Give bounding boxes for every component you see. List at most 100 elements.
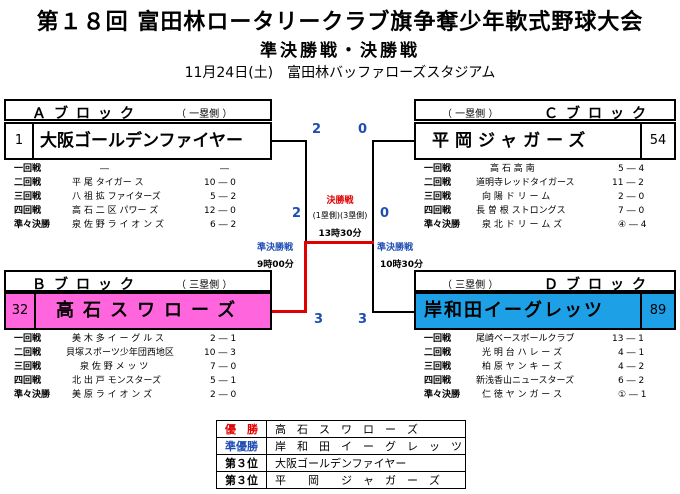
result-opponent: 高 石 高 南	[490, 164, 535, 174]
result-row: 一回戦 尾崎ベースボールクラブ 13 ― 1	[424, 333, 674, 346]
result-opponent: 高 石 二 区 パワー ズ	[72, 206, 159, 216]
bracket-line-a	[272, 140, 306, 142]
block-d-header: （ 三塁側 ） Ｄブロック	[414, 270, 676, 293]
result-opponent: 仁 徳 ヤ ン ガ ー ス	[482, 390, 563, 400]
result-round: 四回戦	[14, 206, 42, 216]
bracket-line-b-vertical	[304, 242, 307, 313]
result-score: 2 ― 0	[210, 390, 237, 400]
standing-team: 高 石 ス ワ ロ ー ズ	[266, 420, 466, 438]
bracket-line-d-vertical	[372, 241, 374, 312]
final-time: 13時30分	[318, 229, 362, 239]
result-round: 一回戦	[14, 164, 42, 174]
result-score: 5 ― 1	[210, 376, 237, 386]
result-score: 11 ― 2	[612, 178, 644, 188]
result-row: 準々決勝 仁 徳 ヤ ン ガ ー ス ① ― 1	[424, 389, 674, 402]
standing-team: 大阪ゴールデンファイヤー	[266, 454, 466, 472]
block-c-team-box: 平岡ジャガーズ 54	[414, 122, 676, 160]
result-score: 12 ― 0	[204, 206, 236, 216]
block-b-team-box: 32 高石スワローズ	[4, 292, 272, 330]
result-opponent: 貝塚スポーツ少年団西地区	[66, 348, 174, 358]
standing-rank: 準優勝	[216, 437, 267, 455]
result-row: 一回戦――	[14, 163, 264, 176]
result-opponent: 北 出 戸 モンスターズ	[72, 376, 161, 386]
result-score: ① ― 1	[618, 390, 647, 400]
bracket-line-final	[304, 241, 374, 244]
result-score: 5 ― 2	[210, 192, 237, 202]
result-score: 2 ― 1	[210, 334, 237, 344]
result-opponent: 美 木 多 イ ー グ ル ス	[72, 334, 165, 344]
date-venue: 11月24日(土) 富田林バッファローズスタジアム	[184, 65, 496, 81]
result-round: 二回戦	[14, 178, 42, 188]
result-opponent: 平 尾 タイガー ス	[72, 178, 144, 188]
result-round: 三回戦	[14, 362, 42, 372]
result-round: 一回戦	[424, 334, 452, 344]
standing-team: 岸 和 田 イ ー グ レ ッ ツ	[266, 437, 466, 455]
result-round: 四回戦	[424, 206, 452, 216]
result-opponent: 八 祖 拡 ファイターズ	[72, 192, 161, 202]
result-row: 三回戦 向 陽 ド リ ー ム 2 ― 0	[424, 191, 674, 204]
result-opponent: 尾崎ベースボールクラブ	[476, 334, 575, 344]
standing-team: 平 岡 ジ ャ ガ ー ズ	[266, 471, 466, 489]
block-d-name: Ｄブロック	[544, 277, 654, 293]
result-opponent: 柏 原 ヤ ン キ ー ズ	[482, 362, 563, 372]
result-score: 4 ― 1	[618, 348, 645, 358]
block-b-seed: 32	[11, 303, 29, 318]
block-b-header: Ｂブロック （ 三塁側 ）	[4, 270, 272, 293]
result-score: 10 ― 0	[204, 178, 236, 188]
result-opponent: 美 原 ラ イ オ ン ズ	[72, 390, 153, 400]
block-d-divider	[640, 294, 642, 328]
semi-left-time: 9時00分	[257, 260, 294, 270]
result-row: 一回戦 美 木 多 イ ー グ ル ス 2 ― 1	[14, 333, 264, 346]
block-a-side: （ 一塁側 ）	[176, 109, 233, 120]
block-d-seed: 89	[649, 303, 667, 318]
block-b-name: Ｂブロック	[32, 277, 142, 293]
table-row: 準優勝 岸 和 田 イ ー グ レ ッ ツ	[216, 437, 466, 455]
table-row: 優 勝 高 石 ス ワ ロ ー ズ	[216, 420, 466, 438]
result-round: 一回戦	[424, 164, 452, 174]
result-round: 準々決勝	[424, 220, 461, 230]
result-score: 6 ― 2	[618, 376, 645, 386]
result-opponent: 長 曽 根 ストロングス	[476, 206, 566, 216]
result-opponent: 泉 佐 野 ラ イ オ ン ズ	[72, 220, 165, 230]
result-row: 四回戦 新浅香山ニュースターズ 6 ― 2	[424, 375, 674, 388]
page-subtitle: 準決勝戦・決勝戦	[260, 41, 420, 61]
result-round: 三回戦	[424, 192, 452, 202]
result-score: 13 ― 1	[612, 334, 644, 344]
result-round: 三回戦	[424, 362, 452, 372]
result-round: 二回戦	[14, 348, 42, 358]
result-score: 2 ― 0	[618, 192, 645, 202]
result-round: 一回戦	[14, 334, 42, 344]
block-a-team-name: 大阪ゴールデンファイヤー	[40, 131, 243, 151]
result-round: 準々決勝	[424, 390, 461, 400]
block-d-team-box: 岸和田イーグレッツ 89	[414, 292, 676, 330]
score-b: 3	[314, 312, 324, 327]
result-round: 四回戦	[424, 376, 452, 386]
final-label: 決勝戦	[326, 196, 354, 206]
result-round: 二回戦	[424, 178, 452, 188]
standing-rank: 第３位	[216, 454, 267, 472]
final-standings-table: 優 勝 高 石 ス ワ ロ ー ズ 準優勝 岸 和 田 イ ー グ レ ッ ツ …	[216, 420, 466, 489]
standing-rank: 第３位	[216, 471, 267, 489]
result-opponent: 光 明 台 ハ レ ー ズ	[482, 348, 563, 358]
result-opponent: 向 陽 ド リ ー ム	[482, 192, 551, 202]
score-a: 2	[312, 122, 322, 137]
result-score: 6 ― 2	[210, 220, 237, 230]
table-row: 第３位 平 岡 ジ ャ ガ ー ズ	[216, 471, 466, 489]
block-a-header: Ａブロック （ 一塁側 ）	[4, 99, 272, 122]
result-row: 四回戦 高 石 二 区 パワー ズ 12 ― 0	[14, 205, 264, 218]
result-score: ④ ― 4	[618, 220, 647, 230]
block-a-name: Ａブロック	[32, 106, 142, 122]
semi-right-label: 準決勝戦	[377, 243, 414, 253]
result-opponent: ―	[100, 164, 109, 174]
result-round: 二回戦	[424, 348, 452, 358]
result-opponent: 新浅香山ニュースターズ	[476, 376, 575, 386]
standing-rank: 優 勝	[216, 420, 267, 438]
